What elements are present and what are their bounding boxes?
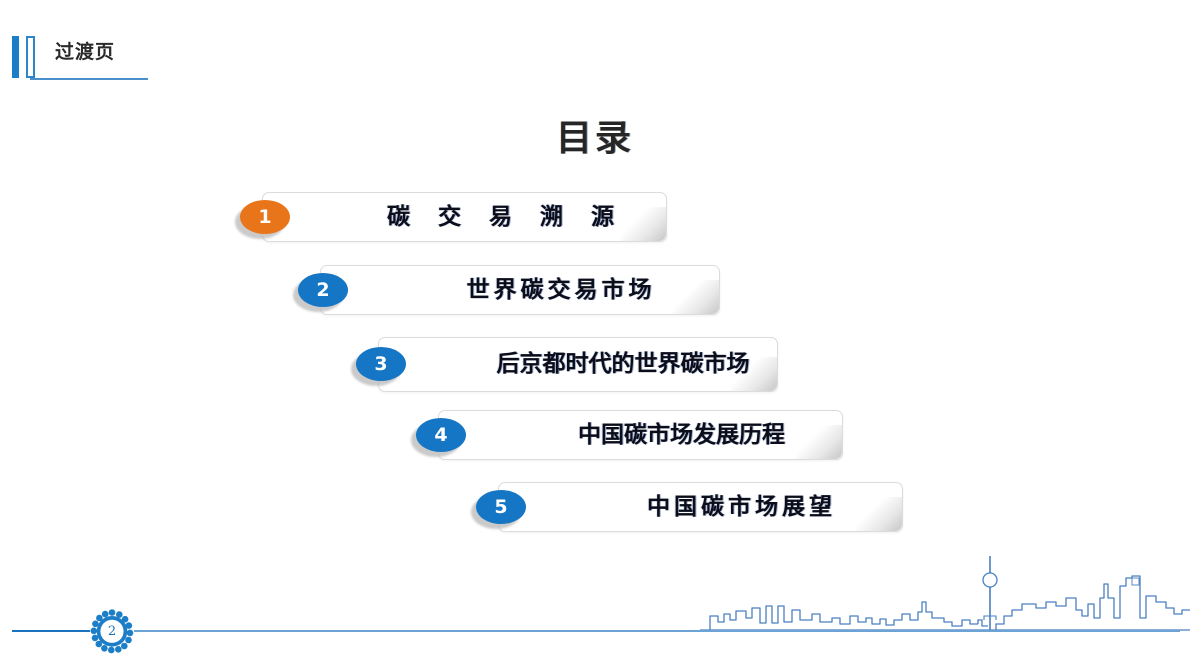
list-item-card (498, 482, 903, 532)
badge-face: 2 (298, 273, 348, 307)
header-underline (30, 78, 148, 80)
list-item-badge: 1 (235, 200, 290, 239)
list-item-card (320, 265, 720, 315)
kicker-bar-solid-icon (12, 36, 19, 78)
header-kicker: 过渡页 (0, 28, 260, 84)
list-item[interactable]: 4 中国碳市场发展历程 (411, 410, 843, 460)
badge-number: 3 (374, 352, 388, 375)
footer-rule-right (134, 630, 1180, 632)
city-skyline-icon (700, 548, 1190, 634)
page-number: 2 (107, 623, 117, 639)
list-item[interactable]: 5 中国碳市场展望 (471, 482, 903, 532)
list-item[interactable]: 2 世界碳交易市场 (293, 265, 720, 315)
list-item-badge: 2 (293, 273, 348, 312)
page-title: 目录 (555, 118, 634, 159)
badge-number: 1 (258, 205, 272, 228)
list-item-label: 中国碳市场展望 (647, 493, 836, 520)
list-item[interactable]: 1 碳 交 易 溯 源 (235, 192, 667, 242)
badge-number: 2 (316, 278, 330, 301)
header-kicker-label: 过渡页 (55, 41, 116, 63)
list-item-label: 碳 交 易 溯 源 (386, 203, 625, 230)
list-item-card (438, 410, 843, 460)
badge-number: 4 (434, 423, 448, 446)
list-item-label: 中国碳市场发展历程 (578, 421, 785, 448)
list-item-badge: 4 (411, 418, 466, 457)
list-item[interactable]: 3 后京都时代的世界碳市场 (351, 337, 778, 392)
list-item-badge: 5 (471, 490, 526, 529)
kicker-bar-outline-icon (26, 36, 35, 78)
badge-face: 4 (416, 418, 466, 452)
list-item-label: 后京都时代的世界碳市场 (496, 351, 750, 378)
page-number-badge: 2 (88, 607, 136, 655)
badge-face: 5 (476, 490, 526, 524)
footer-rule-left (12, 630, 90, 632)
badge-face: 1 (240, 200, 290, 234)
list-item-label: 世界碳交易市场 (466, 276, 656, 303)
list-item-card (378, 337, 778, 392)
list-item-badge: 3 (351, 347, 406, 386)
badge-number: 5 (494, 495, 508, 518)
badge-face: 3 (356, 347, 406, 381)
